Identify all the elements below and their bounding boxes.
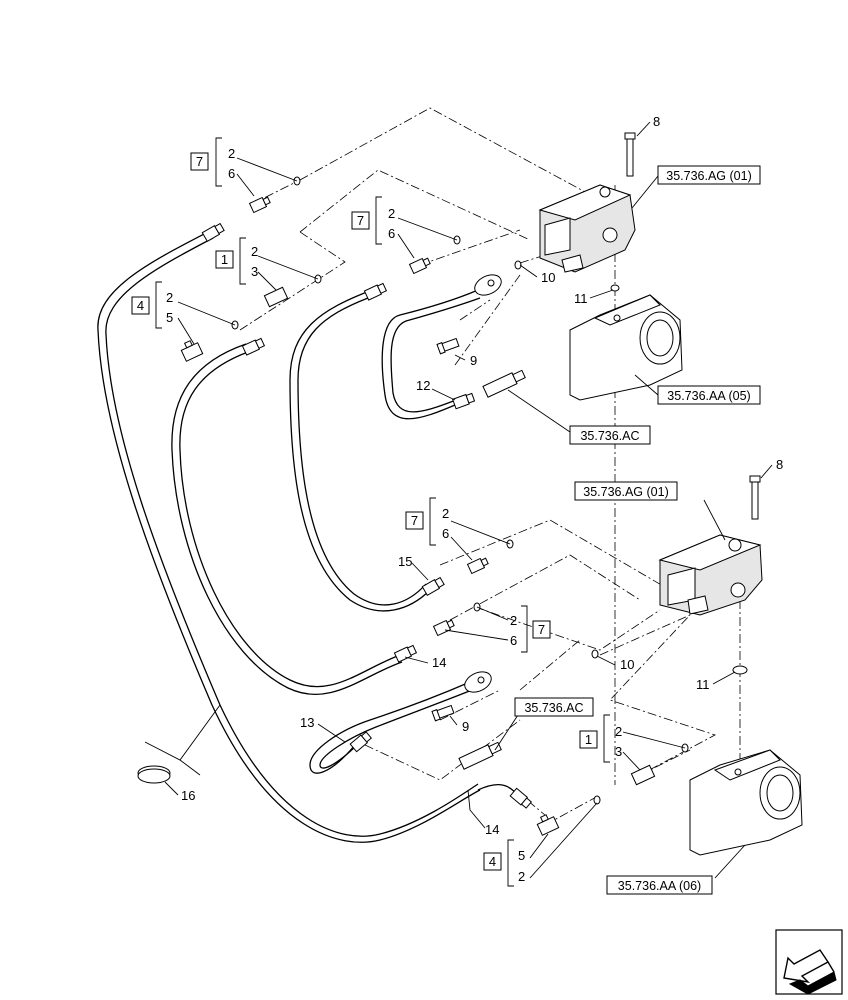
part-number: 15 <box>398 554 412 569</box>
check-valve <box>458 741 502 770</box>
part-number: 10 <box>541 270 555 285</box>
callout-item: 6 <box>442 526 449 541</box>
hose-end-fitting <box>363 282 388 301</box>
o-ring <box>732 665 748 675</box>
tee-fitting <box>180 340 204 362</box>
hose-end-fitting <box>241 337 266 356</box>
callout-item: 6 <box>388 226 395 241</box>
part-number: 16 <box>181 788 195 803</box>
callout-mid-7: 7 2 6 <box>405 497 449 546</box>
next-page-arrow-icon[interactable] <box>775 929 843 995</box>
callout-item: 2 <box>518 869 525 884</box>
callout-item: 2 <box>251 244 258 259</box>
hose-end-fitting <box>349 731 373 753</box>
callout-item: 2 <box>510 613 517 628</box>
screw <box>431 704 455 722</box>
connector <box>263 286 289 308</box>
callout-item: 5 <box>166 310 173 325</box>
ref-ag-top: 35.736.AG (01) <box>666 169 751 183</box>
flange <box>474 274 502 296</box>
callout-box-number: 7 <box>538 622 545 637</box>
callout-box-number: 7 <box>357 213 364 228</box>
callout-box-number: 1 <box>221 252 228 267</box>
hose-end-fitting <box>421 576 445 597</box>
o-ring <box>610 284 620 292</box>
callout-item: 2 <box>442 506 449 521</box>
bolt <box>749 475 761 520</box>
adapter <box>408 257 431 275</box>
callout-item: 5 <box>518 848 525 863</box>
o-ring <box>593 795 601 805</box>
callout-box-number: 4 <box>137 298 144 313</box>
callout-item: 6 <box>228 166 235 181</box>
leader-lines <box>164 121 773 879</box>
hose-end-fitting <box>201 222 225 243</box>
callout-item: 2 <box>228 146 235 161</box>
part-numbers: 8 8 10 10 11 11 9 9 12 13 14 14 15 16 <box>181 114 783 837</box>
cylinder-top <box>569 294 683 401</box>
routing-lines <box>239 107 741 826</box>
ref-aa-bot: 35.736.AA (06) <box>618 879 701 893</box>
part-number: 14 <box>485 822 499 837</box>
check-valve <box>482 369 526 398</box>
callout-item: 3 <box>615 744 622 759</box>
o-ring <box>514 260 522 270</box>
hose-end-fitting <box>509 787 533 809</box>
callout-box-number: 4 <box>489 854 496 869</box>
o-ring <box>591 649 599 659</box>
part-number: 10 <box>620 657 634 672</box>
part-number: 11 <box>574 291 588 306</box>
ref-ac-bot: 35.736.AC <box>524 701 583 715</box>
hose-end-fitting <box>393 644 418 663</box>
valve-block-top <box>538 184 636 273</box>
callout-item: 2 <box>615 724 622 739</box>
part-number: 8 <box>653 114 660 129</box>
callout-bot-4: 4 5 2 <box>483 839 525 887</box>
callout-top-7: 7 2 6 <box>190 137 235 187</box>
reference-labels: 35.736.AG (01) 35.736.AA (05) 35.736.AC … <box>514 165 761 895</box>
hose-end-fitting <box>452 392 476 410</box>
callout-mid-7b: 2 6 7 <box>510 605 551 653</box>
part-number: 12 <box>416 378 430 393</box>
ref-aa-top: 35.736.AA (05) <box>667 389 750 403</box>
callout-item: 2 <box>166 290 173 305</box>
adapter <box>466 557 489 575</box>
connector <box>630 764 656 786</box>
callout-box-number: 7 <box>411 513 418 528</box>
screw <box>436 337 460 355</box>
callout-bot-1: 1 2 3 <box>579 714 622 763</box>
bolt <box>624 132 636 177</box>
hoses <box>97 231 519 843</box>
callout-top-4: 4 2 5 <box>131 281 173 329</box>
callout-box-number: 7 <box>196 154 203 169</box>
ref-ag-bot: 35.736.AG (01) <box>583 485 668 499</box>
part-number: 11 <box>696 677 710 692</box>
ref-ac-top: 35.736.AC <box>580 429 639 443</box>
cylinder-bottom <box>689 749 803 856</box>
callout-top-7b: 7 2 6 <box>351 196 395 245</box>
callout-top-1: 1 2 3 <box>215 237 258 285</box>
part-number: 14 <box>432 655 446 670</box>
callout-item: 2 <box>388 206 395 221</box>
part-number: 9 <box>470 353 477 368</box>
callout-item: 6 <box>510 633 517 648</box>
adapter <box>248 196 271 214</box>
callout-item: 3 <box>251 264 258 279</box>
part-number: 13 <box>300 715 314 730</box>
valve-block-bottom <box>658 534 763 616</box>
adapter <box>432 619 455 637</box>
flange <box>464 671 492 693</box>
callout-box-number: 1 <box>585 732 592 747</box>
part-number: 9 <box>462 719 469 734</box>
part-number: 8 <box>776 457 783 472</box>
tee-fitting <box>536 814 560 836</box>
